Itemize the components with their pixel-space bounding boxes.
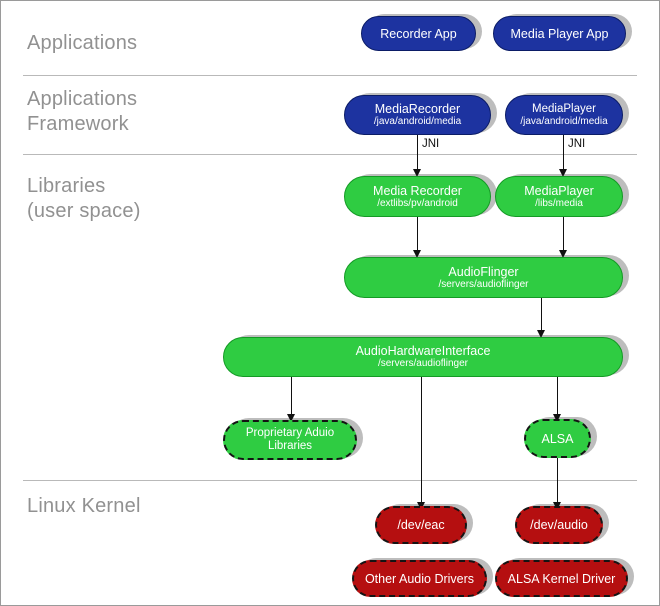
arrowhead-mediaplayerlib-to-audioflinger: [558, 250, 567, 258]
node-subtitle: /java/android/media: [520, 115, 608, 127]
node-alsa-kernel-driver[interactable]: ALSA Kernel Driver: [495, 560, 628, 597]
arrowhead-mediaplayer-to-lib: [558, 169, 567, 177]
connector-mediaplayerlib-to-audioflinger: [563, 217, 564, 253]
node-title: Media Recorder: [373, 183, 462, 198]
arrowhead-ahi-to-alsa: [552, 414, 561, 422]
node-recorder-app[interactable]: Recorder App: [361, 16, 476, 51]
node-proprietary-audio-libraries[interactable]: Proprietary Aduio Libraries: [223, 420, 357, 460]
node-subtitle: Libraries: [267, 440, 313, 452]
node-subtitle: /libs/media: [535, 197, 583, 209]
node-media-recorder-lib[interactable]: Media Recorder /extlibs/pv/android: [344, 176, 491, 217]
node-dev-eac[interactable]: /dev/eac: [375, 506, 467, 544]
connector-audioflinger-to-audiohardwareinterface: [541, 297, 542, 333]
arrowhead-ahi-to-proprietary: [286, 414, 295, 422]
node-other-audio-drivers[interactable]: Other Audio Drivers: [352, 560, 487, 597]
node-title: Other Audio Drivers: [364, 571, 475, 586]
node-title: /dev/audio: [530, 518, 588, 532]
arrowhead-audioflinger-to-audiohardwareinterface: [536, 330, 545, 338]
node-mediaplayer-framework[interactable]: MediaPlayer /java/android/media: [505, 95, 623, 135]
arrowhead-mediarecorderlib-to-audioflinger: [412, 250, 421, 258]
connector-mediaplayer-to-lib: [563, 134, 564, 172]
node-mediarecorder-framework[interactable]: MediaRecorder /java/android/media: [344, 95, 491, 135]
node-audioflinger[interactable]: AudioFlinger /servers/audioflinger: [344, 257, 623, 298]
node-subtitle: /java/android/media: [373, 116, 462, 127]
arrowhead-mediarecorder-to-lib: [412, 169, 421, 177]
layer-label-applications-framework: Applications Framework: [27, 88, 138, 135]
node-title: AudioFlinger: [448, 264, 519, 279]
node-mediaplayer-lib[interactable]: MediaPlayer /libs/media: [495, 176, 623, 217]
layer-label-libraries: Libraries (user space): [27, 175, 141, 222]
node-title: MediaRecorder: [374, 102, 461, 116]
node-media-player-app[interactable]: Media Player App: [493, 16, 626, 51]
node-title: ALSA: [541, 431, 574, 446]
node-title: ALSA Kernel Driver: [507, 571, 616, 586]
connector-ahi-to-proprietary: [291, 376, 292, 417]
node-alsa[interactable]: ALSA: [524, 419, 591, 458]
layer-label-linux-kernel: Linux Kernel: [27, 495, 141, 517]
node-subtitle: /servers/audioflinger: [438, 278, 529, 290]
node-title: AudioHardwareInterface: [355, 344, 491, 358]
divider-framework: [23, 154, 637, 155]
layer-label-applications: Applications: [27, 32, 138, 54]
node-title: MediaPlayer: [524, 183, 594, 198]
node-subtitle: /extlibs/pv/android: [377, 197, 458, 209]
node-title: Media Player App: [510, 26, 609, 41]
node-subtitle: /servers/audioflinger: [377, 358, 469, 369]
node-title: Proprietary Aduio: [245, 427, 335, 439]
node-title: Recorder App: [380, 26, 457, 41]
connector-alsa-to-dev-audio: [557, 456, 558, 507]
divider-linux-kernel: [23, 480, 637, 481]
connector-label-jni-left: JNI: [422, 138, 440, 150]
connector-mediarecorderlib-to-audioflinger: [417, 217, 418, 253]
node-title: MediaPlayer: [532, 102, 596, 115]
connector-ahi-to-dev-eac: [421, 376, 422, 507]
connector-ahi-to-alsa: [557, 376, 558, 417]
divider-applications: [23, 75, 637, 76]
node-dev-audio[interactable]: /dev/audio: [515, 506, 603, 544]
connector-mediarecorder-to-lib: [417, 134, 418, 172]
node-title: /dev/eac: [397, 518, 445, 532]
connector-label-jni-right: JNI: [568, 138, 586, 150]
node-audiohardwareinterface[interactable]: AudioHardwareInterface /servers/audiofli…: [223, 337, 623, 377]
